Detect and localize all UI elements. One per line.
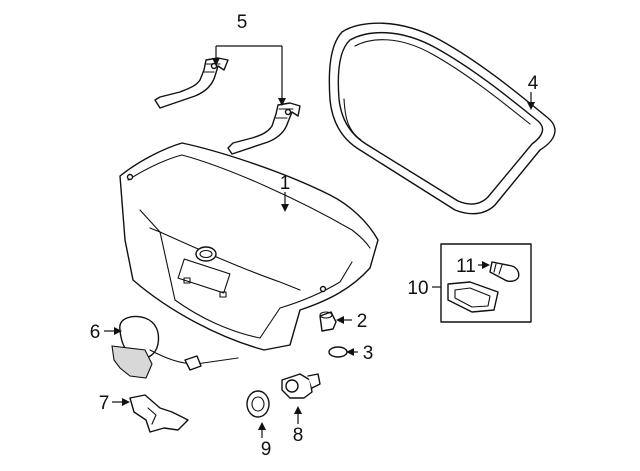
callout-labels: 5 4 1 11 10 2 6 3 7 8 9 bbox=[90, 12, 539, 460]
weatherstrip-seal bbox=[328, 22, 556, 215]
hinge-left bbox=[154, 57, 229, 109]
license-lamp-housing bbox=[447, 281, 499, 313]
lock-cylinder bbox=[281, 373, 321, 399]
callout-6: 6 bbox=[90, 322, 101, 343]
callout-7: 7 bbox=[99, 393, 110, 414]
callout-9: 9 bbox=[261, 439, 272, 460]
callout-1: 1 bbox=[280, 173, 291, 194]
callout-5: 5 bbox=[237, 12, 248, 33]
trunk-lid bbox=[119, 142, 379, 351]
plug bbox=[328, 346, 348, 358]
leader-lines bbox=[104, 45, 535, 438]
callout-8: 8 bbox=[293, 425, 304, 446]
grommet bbox=[246, 390, 270, 418]
callout-11: 11 bbox=[456, 256, 476, 277]
bulb bbox=[489, 261, 520, 283]
hinge-right bbox=[227, 102, 301, 155]
callout-4: 4 bbox=[528, 73, 539, 94]
callout-2: 2 bbox=[357, 311, 368, 332]
callout-10: 10 bbox=[407, 278, 428, 299]
callout-3: 3 bbox=[363, 343, 374, 364]
latch-bracket bbox=[129, 394, 189, 433]
bumper bbox=[319, 311, 337, 332]
latch-assembly bbox=[111, 315, 239, 379]
